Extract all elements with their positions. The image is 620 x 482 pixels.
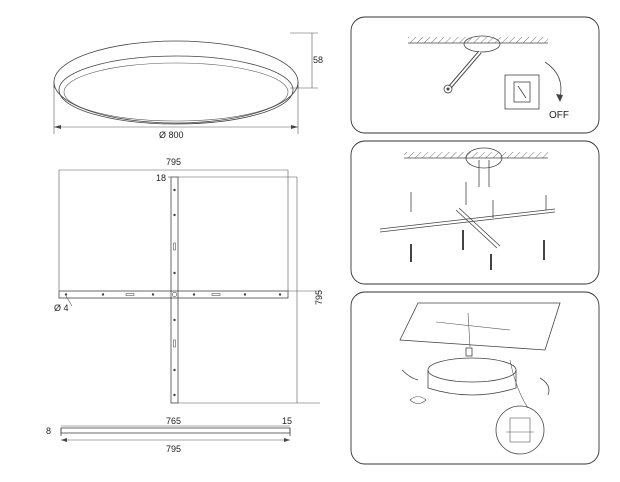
step-2-panel xyxy=(350,140,600,285)
step-3-panel xyxy=(350,291,600,465)
step-1-panel: OFF xyxy=(350,16,600,134)
step-1-off-label: OFF xyxy=(549,110,569,121)
frame-offset-label: 18 xyxy=(156,173,166,183)
screw-icon xyxy=(410,182,547,218)
rotate-arrow-icon xyxy=(401,369,419,381)
magnifier-icon xyxy=(495,405,545,455)
rail-thickness-label: 8 xyxy=(46,426,51,436)
wall-plug-icon xyxy=(443,50,482,94)
rail-end-label: 15 xyxy=(282,416,292,426)
hole-diameter-label: Ø 4 xyxy=(54,303,69,313)
height-dimension: 58 xyxy=(290,32,323,89)
rail-length-label: 765 xyxy=(166,416,181,426)
frame-height-dimension: 795 xyxy=(296,177,324,403)
rotate-arrow-icon xyxy=(544,61,562,99)
diameter-dimension-label: Ø 800 xyxy=(159,130,184,140)
hole-diameter-dimension: Ø 4 xyxy=(54,295,73,313)
ceiling-hatch-icon xyxy=(408,37,548,43)
diameter-dimension: Ø 800 xyxy=(53,86,299,140)
frame-offset-dimension: 18 xyxy=(156,173,171,183)
frame-height-label: 795 xyxy=(314,290,324,305)
frame-width-dimension: 795 xyxy=(59,157,288,171)
rail-profile: 765 15 8 795 xyxy=(46,416,292,454)
mounting-frame xyxy=(58,170,320,404)
rail-total-label: 795 xyxy=(166,444,181,454)
lamp-side-view xyxy=(53,40,299,125)
height-dimension-label: 58 xyxy=(313,55,323,65)
frame-width-label: 795 xyxy=(166,157,181,167)
ceiling-hatch-icon xyxy=(404,152,548,158)
screw-icon xyxy=(410,230,545,270)
power-switch-icon xyxy=(504,74,540,110)
rotate-arrow-icon xyxy=(539,377,550,396)
